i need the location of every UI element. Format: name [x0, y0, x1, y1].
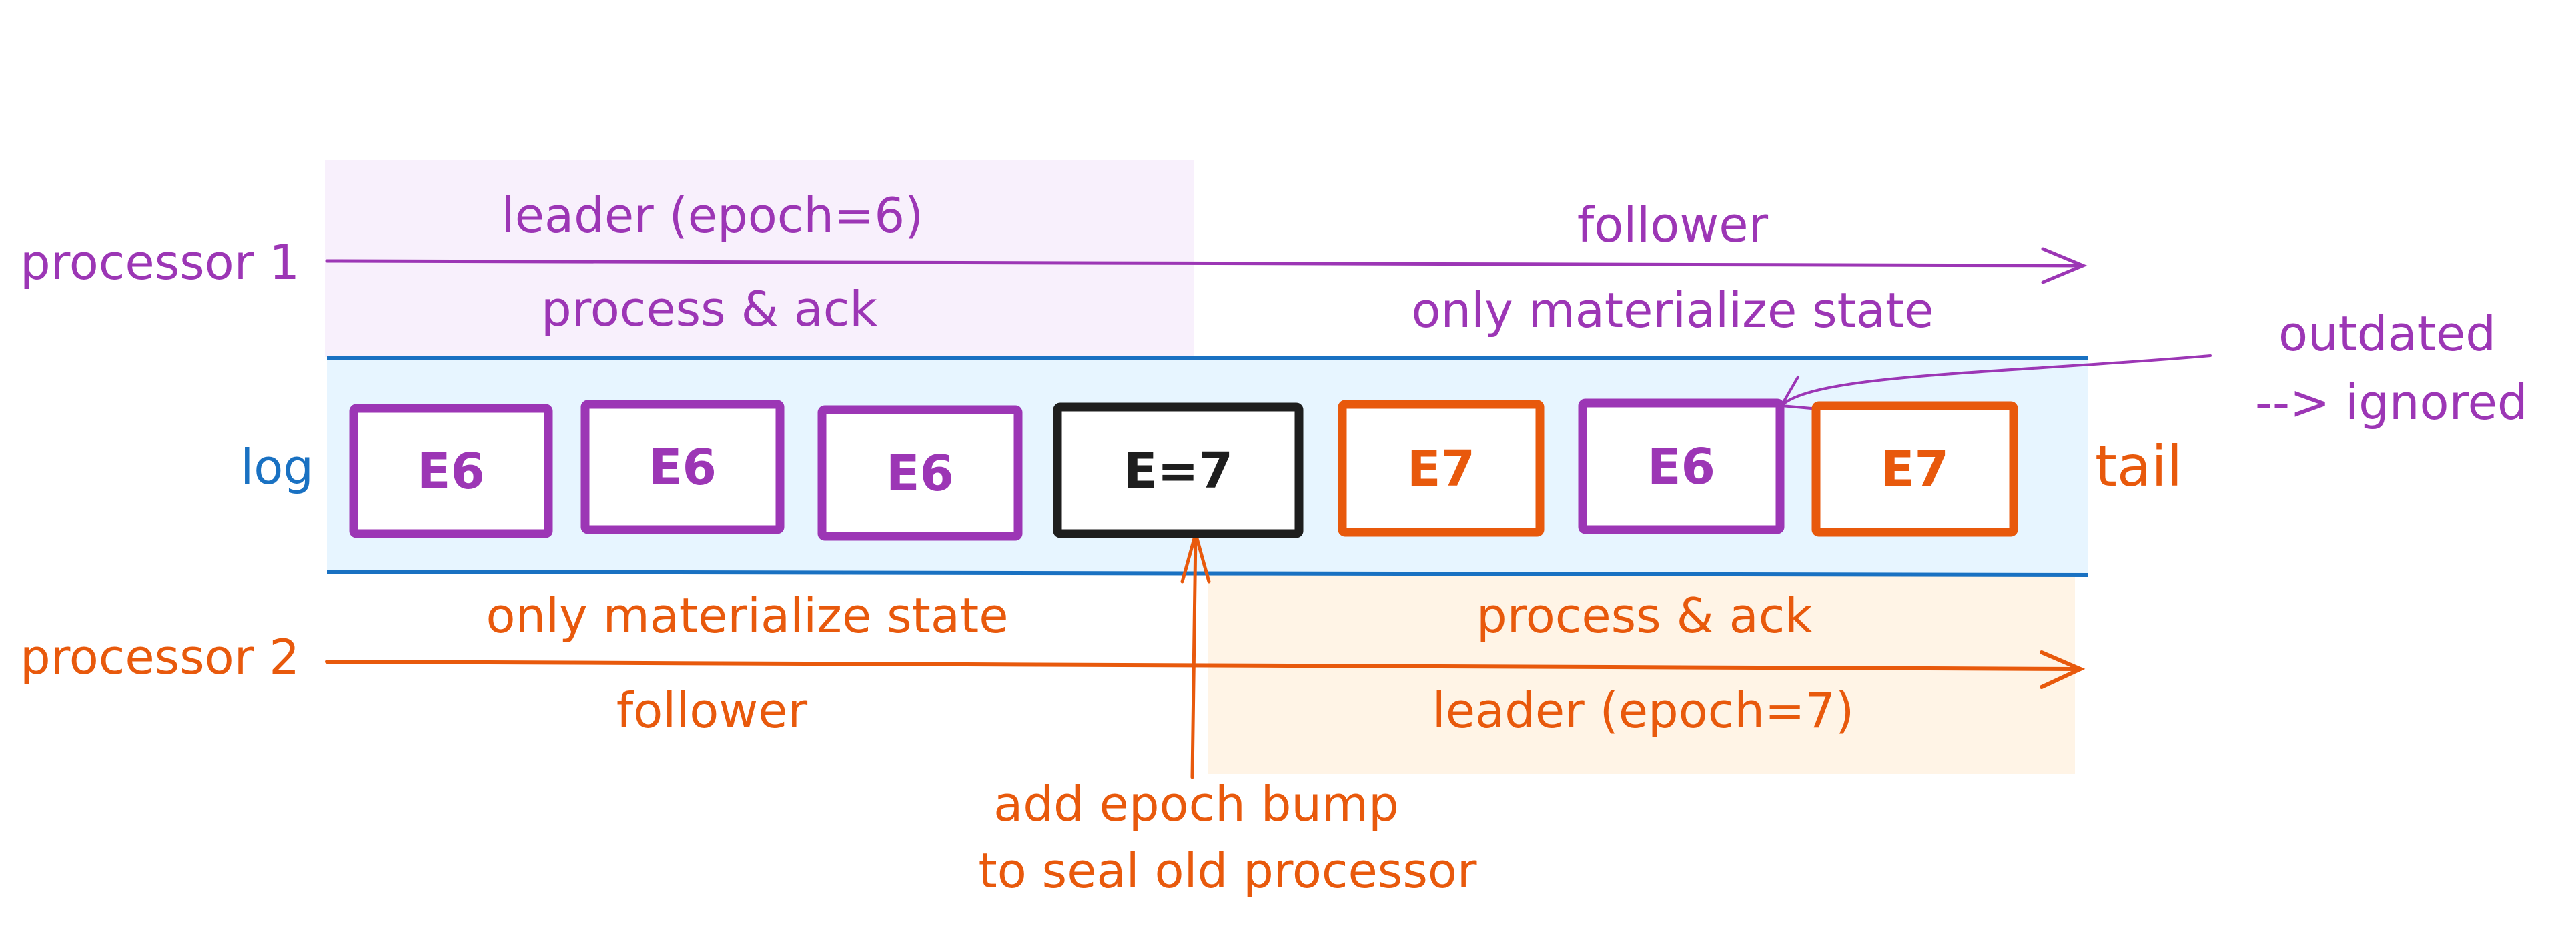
outdated-annotation-line1: outdated — [2278, 306, 2496, 362]
processor1-leader-label: leader (epoch=6) — [502, 187, 924, 244]
log-entry-box — [580, 400, 785, 534]
log-entry: E6 — [1578, 398, 1785, 534]
processor2-label: processor 2 — [20, 629, 300, 685]
log-label: log — [240, 439, 314, 495]
processor2-timeline-arrow — [325, 650, 2086, 689]
processor2-leader-action: process & ack — [1476, 588, 1813, 644]
log-entry: E7 — [1811, 401, 2018, 537]
epoch-bump-arrow — [1180, 527, 1211, 779]
log-entry: E6 — [349, 404, 553, 538]
processor1-timeline-arrow — [325, 247, 2088, 284]
log-entry-box — [349, 404, 553, 538]
log-entry-box — [1578, 398, 1785, 534]
log-entry: E7 — [1338, 400, 1545, 537]
processor1-follower-label: follower — [1577, 197, 1769, 253]
log-entry-label: E6 — [649, 439, 717, 496]
processor1-follower-action: only materialize state — [1411, 282, 1934, 338]
log-entry-label: E6 — [886, 445, 954, 502]
outdated-annotation-line2: --> ignored — [2255, 374, 2528, 430]
log-entry-label: E7 — [1881, 441, 1949, 498]
epoch-bump-annotation-line2: to seal old processor — [979, 843, 1477, 899]
processor2-follower-label: follower — [616, 682, 808, 739]
log-entry-box — [1053, 402, 1304, 538]
log-entry-label: E6 — [1647, 438, 1715, 496]
processor2-leader-label: leader (epoch=7) — [1432, 682, 1855, 739]
epoch-bump-annotation-line1: add epoch bump — [993, 776, 1399, 832]
processor1-label: processor 1 — [20, 234, 300, 290]
log-entry-box — [817, 405, 1023, 541]
log-tail-label: tail — [2095, 434, 2182, 499]
log-entry-label: E=7 — [1124, 442, 1233, 500]
processor2-leader-region — [1208, 575, 2075, 774]
log-entry-box — [1338, 400, 1545, 537]
log-entry: E6 — [817, 405, 1023, 541]
processor1-leader-action: process & ack — [541, 281, 877, 337]
processor1-leader-region — [325, 160, 1194, 357]
log-entries: E6 E6 E6 E=7 E7 E6 E7 — [349, 398, 2018, 541]
log-entry-label: E6 — [417, 443, 485, 500]
processor2-follower-action: only materialize state — [486, 588, 1008, 644]
log-entry-label: E7 — [1407, 440, 1475, 498]
log-entry: E6 — [580, 400, 785, 534]
log-entry: E=7 — [1053, 402, 1304, 538]
log-entry-box — [1811, 401, 2018, 537]
